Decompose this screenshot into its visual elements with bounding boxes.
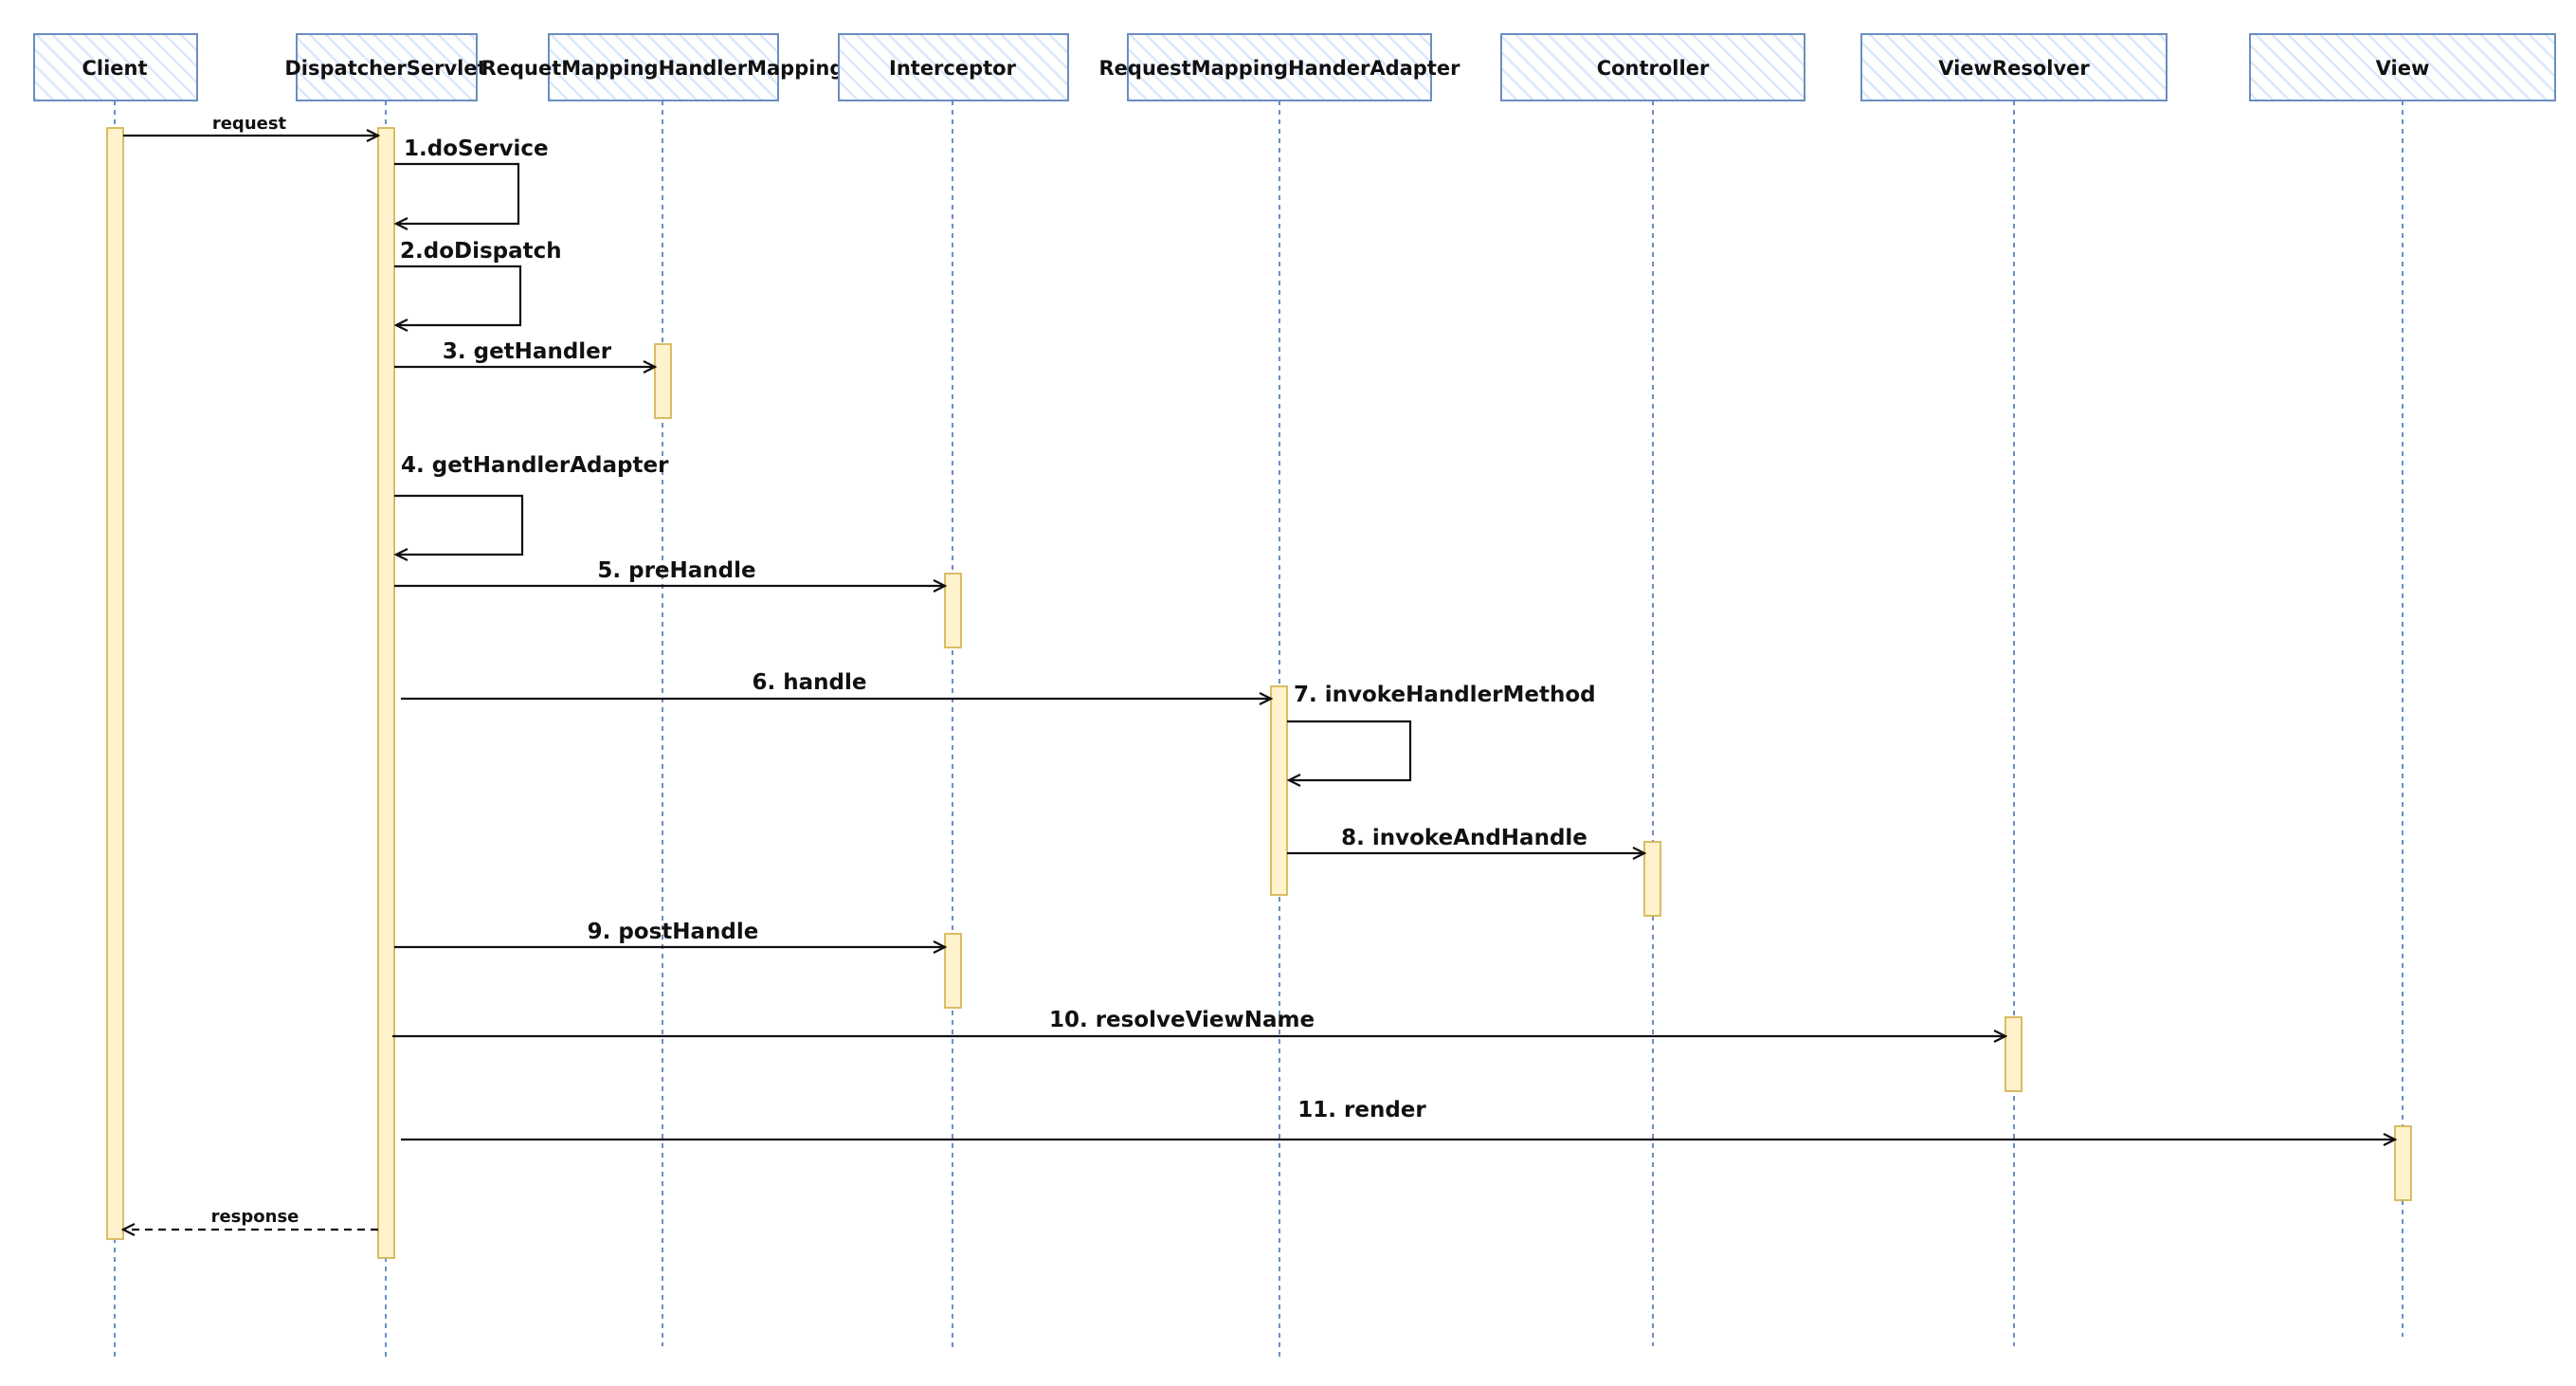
message-do-service: 1.doService	[394, 137, 549, 224]
participant-client: Client	[33, 33, 198, 101]
self-call-arrow	[394, 494, 524, 555]
participant-view: View	[2249, 33, 2556, 101]
participant-box	[33, 33, 198, 101]
message-post-handle: 9. postHandle	[394, 920, 945, 947]
self-call-arrow	[394, 162, 520, 224]
self-call-arrow	[394, 264, 522, 325]
message-label: 1.doService	[404, 137, 549, 161]
activation-bar-mapping	[654, 343, 672, 419]
participant-box	[548, 33, 779, 101]
participant-label: DispatcherServlet	[284, 57, 486, 80]
activation-bar-view	[2394, 1125, 2412, 1201]
participant-box	[296, 33, 478, 101]
participant-label: ViewResolver	[1938, 57, 2090, 80]
message-label: 9. postHandle	[588, 920, 759, 944]
message-response: response	[123, 1207, 378, 1230]
participant-label: RequetMappingHandlerMapping	[481, 57, 844, 80]
activation-bar-controller	[1643, 841, 1661, 917]
activation-bar-dispatcher	[377, 127, 395, 1259]
message-label: 11. render	[1297, 1098, 1426, 1122]
activation-bar-interceptor	[944, 933, 962, 1009]
participant-label: View	[2376, 57, 2430, 80]
self-call-arrow	[1287, 720, 1412, 780]
activation-bar-interceptor	[944, 573, 962, 648]
participant-adapter: RequestMappingHanderAdapter	[1099, 33, 1461, 101]
message-pre-handle: 5. preHandle	[394, 558, 945, 586]
message-label: 2.doDispatch	[400, 239, 562, 264]
message-handle: 6. handle	[401, 670, 1271, 699]
message-label: 5. preHandle	[597, 558, 755, 583]
message-label: 3. getHandler	[443, 339, 612, 364]
message-label: 6. handle	[753, 670, 867, 695]
message-get-handler-adapter: 4. getHandlerAdapter	[394, 453, 669, 555]
participant-interceptor: Interceptor	[838, 33, 1069, 101]
participant-box	[1127, 33, 1432, 101]
message-invoke-and-handle: 8. invokeAndHandle	[1287, 826, 1644, 853]
message-get-handler: 3. getHandler	[394, 339, 655, 367]
message-label: 4. getHandlerAdapter	[401, 453, 669, 478]
message-invoke-handler-method: 7. invokeHandlerMethod	[1287, 683, 1596, 780]
participant-box	[1500, 33, 1805, 101]
message-label: request	[212, 114, 287, 134]
message-resolve-view-name: 10. resolveViewName	[392, 1008, 2005, 1036]
message-label: 7. invokeHandlerMethod	[1294, 683, 1596, 707]
participant-box	[1860, 33, 2168, 101]
message-render: 11. render	[401, 1098, 2395, 1140]
activation-bar-client	[106, 127, 124, 1240]
message-label: 8. invokeAndHandle	[1341, 826, 1587, 850]
message-label: 10. resolveViewName	[1049, 1008, 1315, 1032]
activation-bar-adapter	[1270, 685, 1288, 896]
participant-viewresolver: ViewResolver	[1860, 33, 2168, 101]
participant-dispatcher: DispatcherServlet	[284, 33, 487, 101]
participant-box	[838, 33, 1069, 101]
participant-label: Controller	[1597, 57, 1710, 80]
participant-label: Client	[82, 57, 147, 80]
message-request: request	[123, 114, 378, 136]
participant-label: Interceptor	[889, 57, 1017, 80]
activation-bar-viewresolver	[2005, 1016, 2023, 1092]
participant-label: RequestMappingHanderAdapter	[1099, 57, 1461, 80]
message-do-dispatch: 2.doDispatch	[394, 239, 562, 325]
participant-controller: Controller	[1500, 33, 1805, 101]
message-label: response	[211, 1207, 299, 1227]
participant-box	[2249, 33, 2556, 101]
participant-mapping: RequetMappingHandlerMapping	[481, 33, 844, 101]
